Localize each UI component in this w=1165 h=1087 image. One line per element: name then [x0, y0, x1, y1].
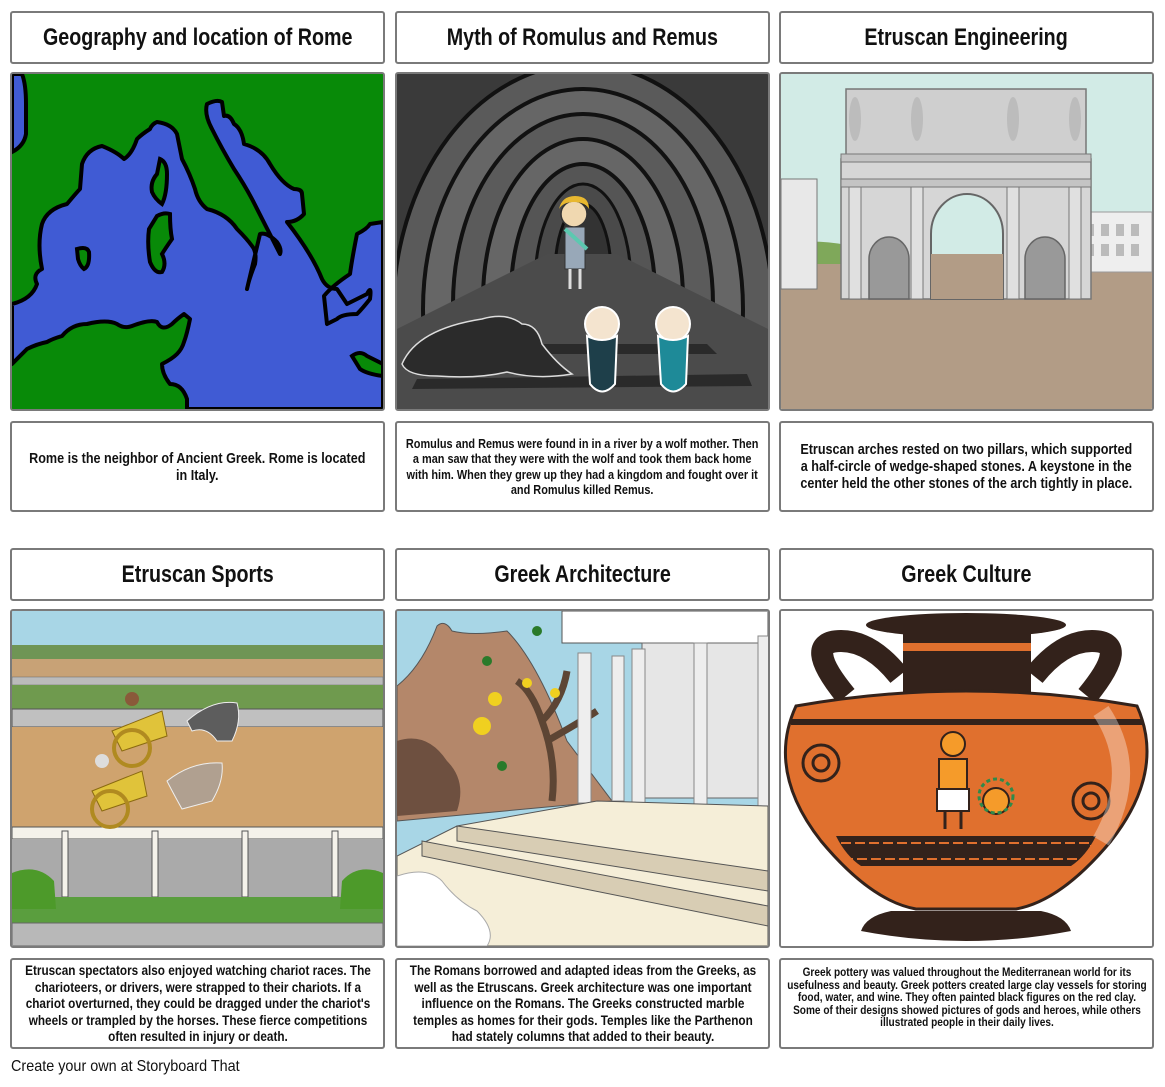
cell-description-box: Etruscan spectators also enjoyed watchin…: [10, 958, 385, 1049]
cell-title: Etruscan Engineering: [864, 23, 1069, 51]
arch-illustration: [781, 74, 1152, 409]
cell-description-box: Rome is the neighbor of Ancient Greek. R…: [10, 421, 385, 512]
cell-description-box: Greek pottery was valued throughout the …: [779, 958, 1154, 1049]
scene-romulus-remus-cave: [395, 72, 770, 411]
temple-illustration: [397, 611, 768, 946]
cell-title: Etruscan Sports: [121, 560, 274, 588]
hero-figure: [936, 731, 970, 829]
cell-description: Rome is the neighbor of Ancient Greek. R…: [29, 449, 366, 484]
cell-description: Greek pottery was valued throughout the …: [786, 965, 1147, 1029]
cell-title-box: Greek Architecture: [395, 548, 770, 601]
grape-tree: [473, 626, 599, 802]
cell-title-box: Myth of Romulus and Remus: [395, 11, 770, 64]
cell-title: Greek Culture: [901, 560, 1032, 588]
scene-chariot-race: [10, 609, 385, 948]
colosseum-background: [1080, 211, 1152, 273]
cell-description-box: Romulus and Remus were found in in a riv…: [395, 421, 770, 512]
cell-description: Etruscan spectators also enjoyed watchin…: [24, 962, 371, 1045]
wolf-figure: [401, 315, 574, 378]
amphora-vase: [783, 613, 1149, 941]
arch-structure: [840, 88, 1092, 300]
man-figure: [559, 196, 589, 289]
cave-illustration: [397, 74, 768, 409]
storyboard-that-footer-link[interactable]: Create your own at Storyboard That: [11, 1058, 240, 1075]
temple: [397, 611, 768, 946]
cell-description: Etruscan arches rested on two pillars, w…: [800, 441, 1133, 492]
cell-description-box: Etruscan arches rested on two pillars, w…: [779, 421, 1154, 512]
scene-triumphal-arch: [779, 72, 1154, 411]
amphora-illustration: [781, 611, 1152, 946]
cell-title: Geography and location of Rome: [42, 23, 353, 51]
chariot-1: [111, 692, 240, 768]
baby-remus: [655, 306, 691, 393]
scene-greek-vase: [779, 609, 1154, 948]
scene-map-of-italy: [10, 72, 385, 411]
baby-romulus: [584, 306, 620, 393]
cell-title-box: Etruscan Sports: [10, 548, 385, 601]
cell-description-box: The Romans borrowed and adapted ideas fr…: [395, 958, 770, 1049]
chariot-2: [90, 754, 223, 829]
cell-description: Romulus and Remus were found in in a riv…: [406, 435, 759, 498]
cell-title-box: Etruscan Engineering: [779, 11, 1154, 64]
chariot-race-illustration: [12, 611, 383, 946]
scene-greek-temple: [395, 609, 770, 948]
map-illustration: [12, 74, 383, 409]
cell-title: Myth of Romulus and Remus: [446, 23, 719, 51]
cell-title: Greek Architecture: [494, 560, 671, 588]
cell-title-box: Geography and location of Rome: [10, 11, 385, 64]
medusa-head: [977, 777, 1015, 815]
cell-description: The Romans borrowed and adapted ideas fr…: [409, 962, 756, 1045]
cell-title-box: Greek Culture: [779, 548, 1154, 601]
